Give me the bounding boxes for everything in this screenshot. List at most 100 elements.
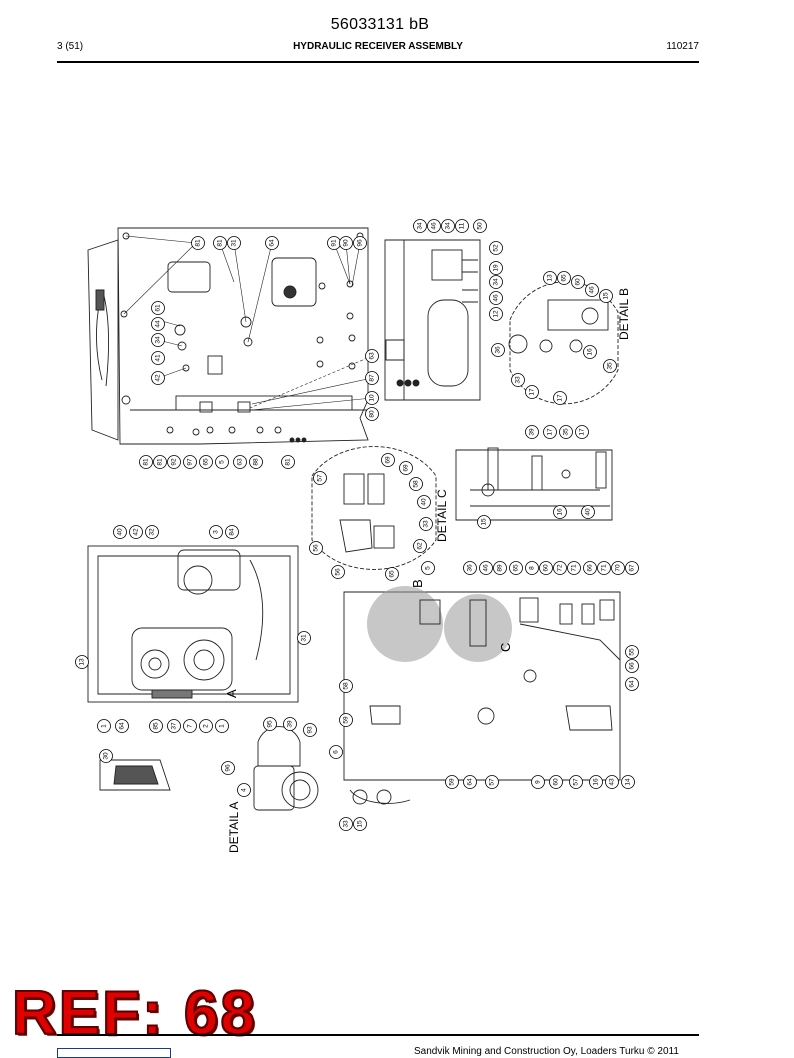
callout-bubble: 46 [585, 283, 599, 297]
callout-bubble: 17 [525, 385, 539, 399]
callout-circle [569, 775, 583, 789]
detail-b-label: DETAIL B [617, 288, 631, 340]
callout-bubble: 81 [153, 455, 167, 469]
callout-bubble: 16 [553, 505, 567, 519]
callout-circle [581, 505, 595, 519]
callout-number: 34 [445, 222, 452, 230]
callout-circle [473, 219, 487, 233]
callout-number: 70 [615, 564, 622, 572]
callout-bubble: 69 [381, 453, 395, 467]
callout-bubble: 64 [463, 775, 477, 789]
view-letter-c: C [498, 643, 513, 652]
callout-number: 32 [149, 528, 156, 536]
detail-c-label: DETAIL C [435, 489, 449, 542]
callout-bubble: 1 [215, 719, 229, 733]
callout-circle [413, 219, 427, 233]
callout-circle [145, 525, 159, 539]
callout-circle [445, 775, 459, 789]
callout-number: 13 [547, 274, 554, 282]
callout-bubble: 11 [455, 219, 469, 233]
callout-number: 81 [217, 239, 224, 247]
callout-circle [625, 561, 639, 575]
callout-number: 81 [285, 458, 292, 466]
callout-bubble: 46 [489, 291, 503, 305]
detail-c-view [311, 446, 613, 570]
callout-number: 3 [213, 530, 220, 534]
callout-circle [549, 775, 563, 789]
callout-number: 95 [267, 720, 274, 728]
callout-number: 30 [103, 752, 110, 760]
callout-bubble: 15 [477, 515, 491, 529]
callout-bubble: 33 [511, 373, 525, 387]
callout-circle [543, 271, 557, 285]
callout-number: 6 [333, 750, 340, 754]
callout-circle [309, 541, 323, 555]
footer-divider [57, 1034, 699, 1036]
callout-circle [213, 236, 227, 250]
callout-bubble: 34 [441, 219, 455, 233]
callout-circle [113, 525, 127, 539]
callout-circle [385, 567, 399, 581]
callout-number: 59 [343, 716, 350, 724]
callout-circle [151, 317, 165, 331]
callout-bubble: 2 [199, 719, 213, 733]
callout-circle [599, 289, 613, 303]
callout-bubble: 17 [575, 425, 589, 439]
callout-circle [97, 719, 111, 733]
callout-bubble: 67 [625, 561, 639, 575]
callout-circle [115, 719, 129, 733]
callout-number: 17 [557, 394, 564, 402]
callout-bubble: 65 [385, 567, 399, 581]
callout-bubble: 14 [621, 775, 635, 789]
callout-number: 15 [357, 820, 364, 828]
callout-number: 56 [335, 568, 342, 576]
callout-number: 39 [287, 720, 294, 728]
callout-number: 66 [629, 662, 636, 670]
callout-circle [567, 561, 581, 575]
callout-circle [597, 561, 611, 575]
callout-circle [183, 719, 197, 733]
callout-number: 17 [529, 388, 536, 396]
callout-circle [553, 561, 567, 575]
callout-circle [511, 373, 525, 387]
callout-bubble: 5 [215, 455, 229, 469]
callout-bubble: 31 [227, 236, 241, 250]
hydraulic-bottom-view [343, 586, 621, 805]
callout-circle [233, 455, 247, 469]
callout-number: 59 [449, 778, 456, 786]
callout-number: 33 [343, 820, 350, 828]
callout-circle [139, 455, 153, 469]
callout-bubble: 40 [113, 525, 127, 539]
callout-bubble: 57 [569, 775, 583, 789]
callout-number: 42 [155, 374, 162, 382]
callout-number: 64 [629, 680, 636, 688]
callout-circle [491, 343, 505, 357]
callout-number: 4 [241, 788, 248, 792]
callout-bubble: 16 [589, 775, 603, 789]
callout-number: 89 [497, 564, 504, 572]
callout-circle [249, 455, 263, 469]
callout-number: 35 [563, 428, 570, 436]
cylinder-view [384, 239, 481, 401]
callout-number: 31 [231, 239, 238, 247]
page-title: HYDRAULIC RECEIVER ASSEMBLY [293, 41, 463, 52]
callout-circle [589, 775, 603, 789]
callout-number: 85 [153, 722, 160, 730]
callout-bubble: 87 [365, 371, 379, 385]
callout-number: 40 [421, 498, 428, 506]
callout-bubble: 80 [365, 407, 379, 421]
callout-bubble: 50 [473, 219, 487, 233]
callout-number: 33 [423, 520, 430, 528]
callout-bubble: 39 [283, 717, 297, 731]
callout-number: 17 [547, 428, 554, 436]
callout-number: 46 [493, 294, 500, 302]
document-number: 56033131 bB [330, 16, 430, 33]
callout-circle [553, 505, 567, 519]
callout-number: 65 [561, 274, 568, 282]
callout-circle [183, 455, 197, 469]
callout-number: 34 [155, 336, 162, 344]
callout-number: 60 [575, 278, 582, 286]
callout-bubble: 6 [329, 745, 343, 759]
